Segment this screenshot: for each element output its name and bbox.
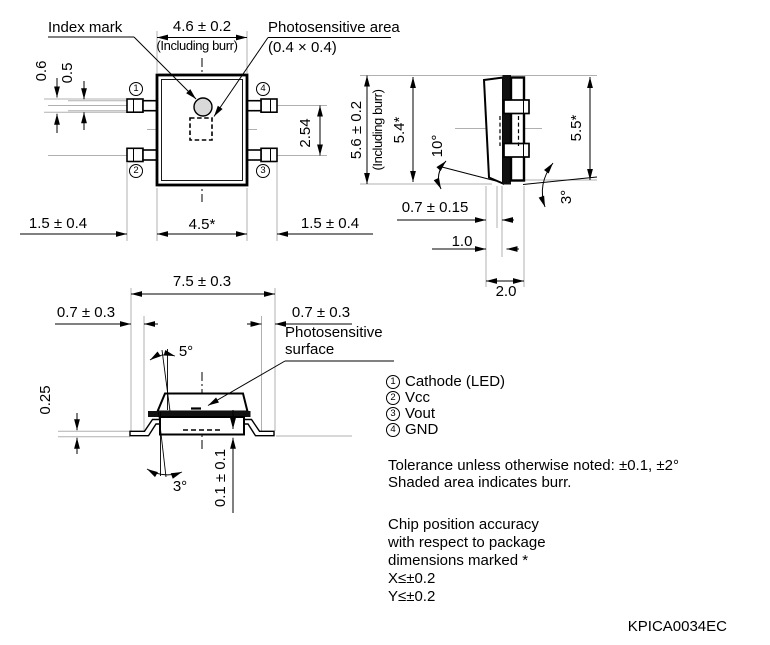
front-lead-thickness-dim: 0.25	[36, 385, 54, 415]
foot-angle-arc	[538, 162, 554, 208]
body-width-dim: 4.5*	[188, 215, 216, 233]
legend-pin-3: 3 Vout	[386, 405, 435, 422]
chip-position-note-line2: with respect to package	[388, 534, 546, 551]
photosensitive-surface-leader	[207, 360, 286, 406]
top-view-body-outline	[155, 73, 249, 187]
pin-1-legend-marker: 1	[386, 374, 400, 389]
front-view-body-top	[156, 392, 249, 413]
front-view	[55, 288, 394, 513]
front-foot-angle: 3°	[172, 477, 188, 495]
foot-angle-line	[522, 176, 598, 185]
front-overall-width-dim: 7.5 ± 0.3	[172, 272, 232, 290]
pin-2-legend-label: Vcc	[405, 389, 431, 406]
side-lead-small-dim: 0.7 ± 0.15	[401, 198, 469, 216]
front-top-angle: 5°	[178, 342, 194, 360]
side-view-burr-strip	[502, 75, 511, 185]
side-depth-dim: 2.0	[495, 282, 517, 300]
draft-angle-line	[439, 166, 497, 182]
pin-1-marker: 1	[129, 82, 143, 96]
right-lead-length-dim: 1.5 ± 0.4	[300, 214, 360, 232]
photosensitive-area-label: Photosensitive area	[268, 19, 400, 36]
pin-1-legend-label: Cathode (LED)	[405, 373, 506, 390]
pin-3-legend-label: Vout	[405, 405, 436, 422]
front-left-foot-dim: 0.7 ± 0.3	[56, 303, 116, 321]
side-height-overall-dim: 5.5*	[567, 114, 585, 142]
side-height-note: (Including burr)	[369, 89, 385, 171]
front-view-body-bottom	[159, 416, 245, 436]
pin-4-marker: 4	[256, 82, 270, 96]
side-lead-mid-dim: 1.0	[451, 232, 473, 250]
side-height-body-dim: 5.4*	[390, 116, 408, 144]
front-view-lead-left	[129, 418, 161, 437]
side-view	[360, 75, 598, 287]
pin-2-legend-marker: 2	[386, 390, 400, 405]
index-mark-circle	[193, 97, 213, 117]
front-right-foot-dim: 0.7 ± 0.3	[291, 303, 351, 321]
front-view-burr-band	[148, 411, 251, 417]
index-mark-label: Index mark	[48, 19, 123, 36]
pin-2-marker: 2	[129, 164, 143, 178]
top-width-dim: 4.6 ± 0.2	[172, 17, 232, 35]
lead-pitch-dim: 2.54	[296, 118, 314, 148]
index-mark-leader	[133, 36, 197, 100]
chip-position-note-line4: X≤±0.2	[388, 570, 436, 587]
photosensitive-surface-label-line2: surface	[285, 341, 335, 358]
pin-3-marker: 3	[256, 164, 270, 178]
front-top-angle-arc	[149, 349, 176, 361]
top-view	[20, 31, 391, 241]
photosensitive-surface-label-line1: Photosensitive	[285, 324, 383, 341]
legend-pin-1: 1 Cathode (LED)	[386, 373, 505, 390]
front-view-lead-right	[243, 418, 275, 437]
photosensitive-area-outline	[189, 117, 213, 141]
side-height-burr-dim: 5.6 ± 0.2	[347, 100, 365, 160]
photosensitive-area-leader	[213, 37, 269, 117]
chip-position-note-line1: Chip position accuracy	[388, 516, 539, 533]
side-view-leads	[503, 99, 530, 158]
side-draft-angle: 10°	[428, 134, 446, 158]
front-foot-angle-arc	[146, 468, 183, 479]
shaded-area-note: Shaded area indicates burr.	[388, 474, 572, 491]
chip-position-note-line5: Y≤±0.2	[388, 588, 436, 605]
legend-pin-4: 4 GND	[386, 421, 438, 438]
side-view-body-right	[509, 76, 526, 182]
front-standoff-dim: 0.1 ± 0.1	[211, 448, 229, 508]
pin-4-legend-marker: 4	[386, 422, 400, 437]
left-lead-length-dim: 1.5 ± 0.4	[28, 214, 88, 232]
pin-3-legend-marker: 3	[386, 406, 400, 421]
lead-inner-width-dim: 0.5	[58, 62, 76, 84]
pin-4-legend-label: GND	[405, 421, 439, 438]
chip-position-note-line3: dimensions marked *	[388, 552, 529, 569]
tolerance-note: Tolerance unless otherwise noted: ±0.1, …	[388, 457, 679, 474]
side-foot-angle: 3°	[557, 189, 575, 205]
photosensitive-area-size: (0.4 × 0.4)	[268, 39, 337, 56]
legend-pin-2: 2 Vcc	[386, 389, 430, 406]
top-width-note: (Including burr)	[156, 37, 238, 53]
draft-angle-arc	[433, 160, 447, 190]
top-view-body-inner-line	[161, 79, 243, 181]
document-number: KPICA0034EC	[627, 618, 727, 635]
lead-outer-width-dim: 0.6	[32, 60, 50, 82]
